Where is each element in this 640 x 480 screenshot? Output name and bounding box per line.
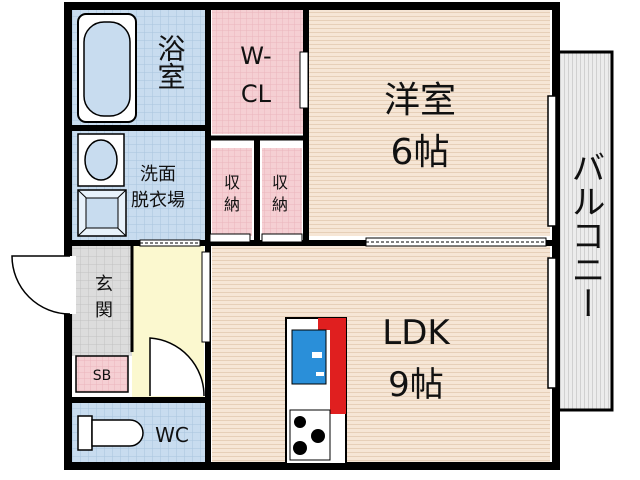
storage2-label-line1: 収 [272,173,288,192]
storage1-label-line1: 収 [224,173,240,192]
toilet-icon [77,415,144,451]
bathtub-icon [77,13,137,123]
western-room-floor [308,10,550,236]
entrance-floor [72,246,132,356]
wcl-label-line1: W- [240,42,271,70]
kitchen-counter [285,317,347,465]
ldk-floor [212,246,550,462]
balcony-label: バルコニー [565,150,605,320]
shoebox-label: SB [93,368,112,384]
balcony-area: バルコニー [554,50,614,412]
western-room-name: 洋室 [384,80,456,121]
entrance-label-line1: 玄 [95,274,113,295]
wcl-floor [212,10,304,134]
storage1-label-line2: 納 [224,195,240,214]
hall-door-swing-icon [149,337,205,397]
window [547,95,557,389]
washbasin-icon [77,133,125,187]
wcl-label-line2: CL [241,80,272,108]
ldk-size: 9帖 [388,365,444,405]
sliding-door [139,51,547,343]
wc-label: WC [155,423,189,447]
bath-label: 浴室 [154,34,187,90]
shoebox [75,355,129,393]
washroom-label-line2: 脱衣場 [131,190,185,211]
bath-label-text: 浴室 [154,34,187,90]
entrance-label-line2: 関 [95,300,113,321]
storage1-floor [212,148,252,236]
storage2-label-line2: 納 [272,195,288,214]
ldk-name: LDK [382,313,451,353]
western-room-size: 6帖 [391,132,450,173]
washroom-label-line1: 洗面 [140,164,176,185]
shoebox-floor [76,356,128,392]
entrance-door-swing-icon [11,255,71,315]
storage2-floor [262,148,302,236]
washing-machine-icon [77,189,127,237]
